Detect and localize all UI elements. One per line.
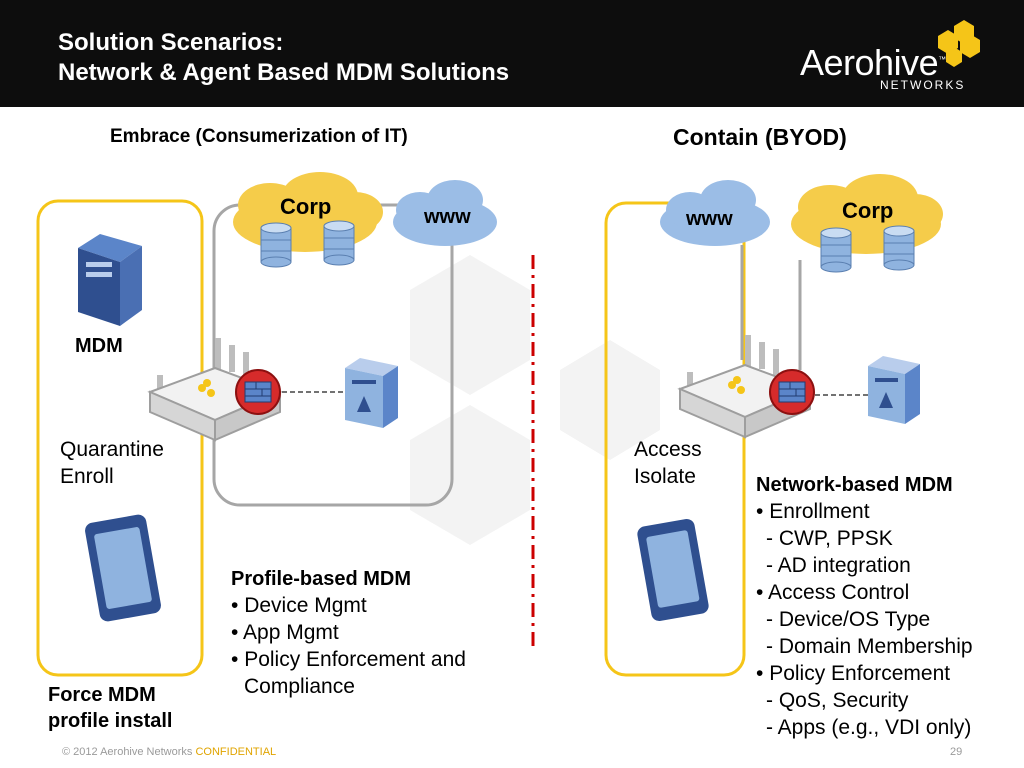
title-line-2: Network & Agent Based MDM Solutions bbox=[58, 59, 510, 86]
list-item: • Policy Enforcement bbox=[756, 662, 951, 685]
list-item: • Device Mgmt bbox=[231, 594, 367, 617]
page-number: 29 bbox=[950, 746, 963, 758]
aerohive-logo-text: Aerohive™ bbox=[800, 42, 946, 83]
quarantine-label: Quarantine Enroll bbox=[60, 436, 164, 490]
list-item: - AD integration bbox=[756, 552, 973, 579]
access-isolate-label: Access Isolate bbox=[634, 436, 702, 490]
left-device-box bbox=[36, 199, 204, 677]
list-item: - Apps (e.g., VDI only) bbox=[756, 714, 973, 741]
corp-cloud-label: Corp bbox=[842, 198, 894, 223]
firewall-icon bbox=[235, 369, 281, 415]
database-icon bbox=[323, 220, 355, 266]
footer-copyright: © 2012 Aerohive Networks CONFIDENTIAL bbox=[62, 746, 276, 758]
title-line-1: Solution Scenarios: bbox=[58, 29, 284, 56]
list-item: - CWP, PPSK bbox=[756, 525, 973, 552]
force-mdm-label: Force MDM profile install bbox=[48, 682, 172, 734]
enroll-line: Enroll bbox=[60, 465, 114, 488]
embrace-heading: Embrace (Consumerization of IT) bbox=[110, 126, 408, 147]
profile-mdm-list: Profile-based MDM • Device Mgmt • App Mg… bbox=[231, 566, 466, 700]
list-item: • App Mgmt bbox=[231, 621, 339, 644]
list-item: - QoS, Security bbox=[756, 687, 973, 714]
network-mdm-list: Network-based MDM • Enrollment - CWP, PP… bbox=[756, 472, 973, 741]
list-item: - Device/OS Type bbox=[756, 606, 973, 633]
confidential-label: CONFIDENTIAL bbox=[195, 746, 277, 758]
aerohive-logo-subtext: NETWORKS bbox=[880, 78, 966, 92]
tablet-icon bbox=[637, 518, 709, 622]
list-item-text: - AD integration bbox=[766, 554, 911, 577]
list-item: - Domain Membership bbox=[756, 633, 973, 660]
list-item-text: Access Control bbox=[768, 581, 910, 604]
database-icon bbox=[883, 225, 915, 271]
tablet-icon bbox=[85, 514, 161, 622]
quarantine-line: Quarantine bbox=[60, 438, 164, 461]
list-item-text: - Device/OS Type bbox=[766, 608, 931, 631]
list-item: • Enrollment bbox=[756, 500, 870, 523]
list-item-text: App Mgmt bbox=[243, 621, 339, 644]
mdm-label: MDM bbox=[75, 335, 123, 357]
list-item-text: - CWP, PPSK bbox=[766, 527, 893, 550]
policy-server-icon bbox=[868, 356, 920, 424]
firewall-icon bbox=[769, 369, 815, 415]
copyright-text: © 2012 Aerohive Networks bbox=[62, 746, 193, 758]
profile-mdm-title: Profile-based MDM bbox=[231, 568, 412, 590]
list-item-text: Enrollment bbox=[769, 500, 870, 523]
title-banner bbox=[0, 0, 1024, 107]
isolate-line: Isolate bbox=[634, 465, 696, 488]
list-item-text: - Apps (e.g., VDI only) bbox=[766, 716, 972, 739]
profile-install-line: profile install bbox=[48, 710, 173, 732]
list-item-text: - QoS, Security bbox=[766, 689, 909, 712]
database-icon bbox=[820, 227, 852, 273]
hex-watermark-icon bbox=[410, 255, 660, 545]
list-item-text: Policy Enforcement and bbox=[244, 648, 466, 671]
internet-cloud-icon bbox=[660, 180, 770, 246]
access-line: Access bbox=[634, 438, 702, 461]
list-item: Compliance bbox=[231, 673, 466, 700]
force-mdm-line: Force MDM bbox=[48, 684, 156, 706]
list-item-text: - Domain Membership bbox=[766, 635, 973, 658]
database-icon bbox=[260, 222, 292, 268]
contain-heading: Contain (BYOD) bbox=[673, 124, 847, 150]
list-item: • Policy Enforcement and bbox=[231, 648, 466, 671]
list-item-text: Device Mgmt bbox=[244, 594, 367, 617]
policy-server-icon bbox=[345, 358, 398, 428]
slide-title: Solution Scenarios: Network & Agent Base… bbox=[58, 28, 509, 88]
list-item: • Access Control bbox=[756, 581, 910, 604]
list-item-text: Compliance bbox=[244, 675, 355, 698]
www-cloud-label: www bbox=[424, 206, 471, 228]
mdm-server-icon bbox=[78, 234, 142, 326]
network-mdm-title: Network-based MDM bbox=[756, 474, 953, 496]
trademark-mark: ™ bbox=[938, 55, 946, 64]
corp-cloud-label: Corp bbox=[280, 194, 332, 219]
internet-cloud-icon bbox=[393, 180, 497, 246]
list-item-text: Policy Enforcement bbox=[769, 662, 951, 685]
www-cloud-label: www bbox=[686, 208, 733, 230]
honeycomb-logo-icon bbox=[938, 20, 980, 67]
